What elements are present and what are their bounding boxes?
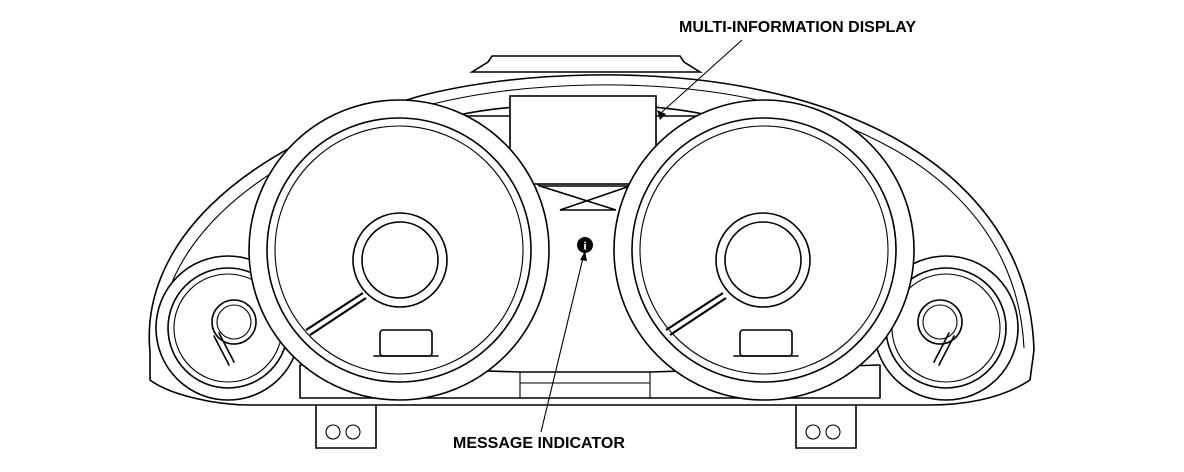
right-main-gauge <box>613 99 915 401</box>
lower-center-panel <box>519 372 651 398</box>
multi-information-display <box>509 95 657 185</box>
mid-leader-line <box>657 39 743 120</box>
left-main-gauge <box>248 99 550 401</box>
message-indicator-leader-line <box>540 251 587 433</box>
message-indicator-icon: i <box>577 237 593 253</box>
housing-inner-rim <box>159 84 1025 351</box>
housing-top-tab <box>469 55 703 73</box>
right-small-gauge <box>873 255 1019 401</box>
message-indicator-symbol: i <box>583 239 587 253</box>
message-indicator-label: MESSAGE INDICATOR <box>453 435 625 452</box>
multi-information-display-label: MULTI-INFORMATION DISPLAY <box>679 19 916 36</box>
